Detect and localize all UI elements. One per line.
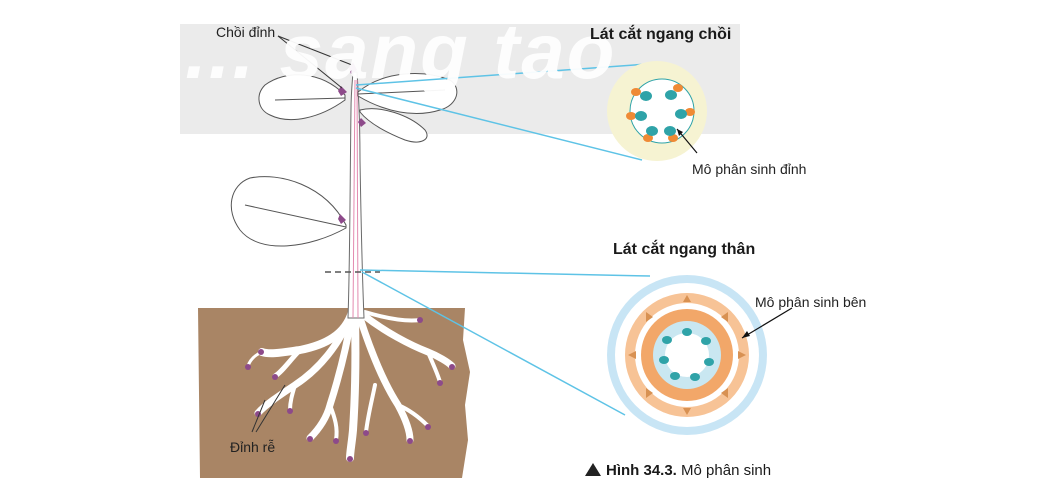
triangle-icon bbox=[585, 463, 601, 476]
label-choi-dinh: Chồi đỉnh bbox=[216, 24, 276, 40]
label-lateral-meristem: Mô phân sinh bên bbox=[755, 294, 867, 310]
figure-caption-text: Mô phân sinh bbox=[681, 462, 772, 479]
figure-caption: Hình 34.3. Mô phân sinh bbox=[585, 462, 771, 479]
watermark-text: ... sang tao bbox=[185, 7, 617, 95]
shoot-section-title: Lát cắt ngang chồi bbox=[590, 26, 732, 43]
figure-number: Hình 34.3. bbox=[606, 462, 677, 479]
pointer-lines bbox=[251, 35, 353, 433]
stem-section-title: Lát cắt ngang thân bbox=[613, 241, 756, 258]
label-apical-meristem: Mô phân sinh đỉnh bbox=[692, 161, 807, 177]
shoot-cross-section bbox=[607, 61, 707, 161]
stem bbox=[347, 71, 365, 319]
root-system bbox=[246, 308, 456, 462]
vascular-line bbox=[352, 79, 356, 319]
connector-lines bbox=[355, 63, 651, 416]
vascular-line-2 bbox=[356, 79, 359, 319]
label-dinh-re: Đỉnh rễ bbox=[230, 439, 276, 455]
stem-cross-section bbox=[607, 275, 793, 435]
